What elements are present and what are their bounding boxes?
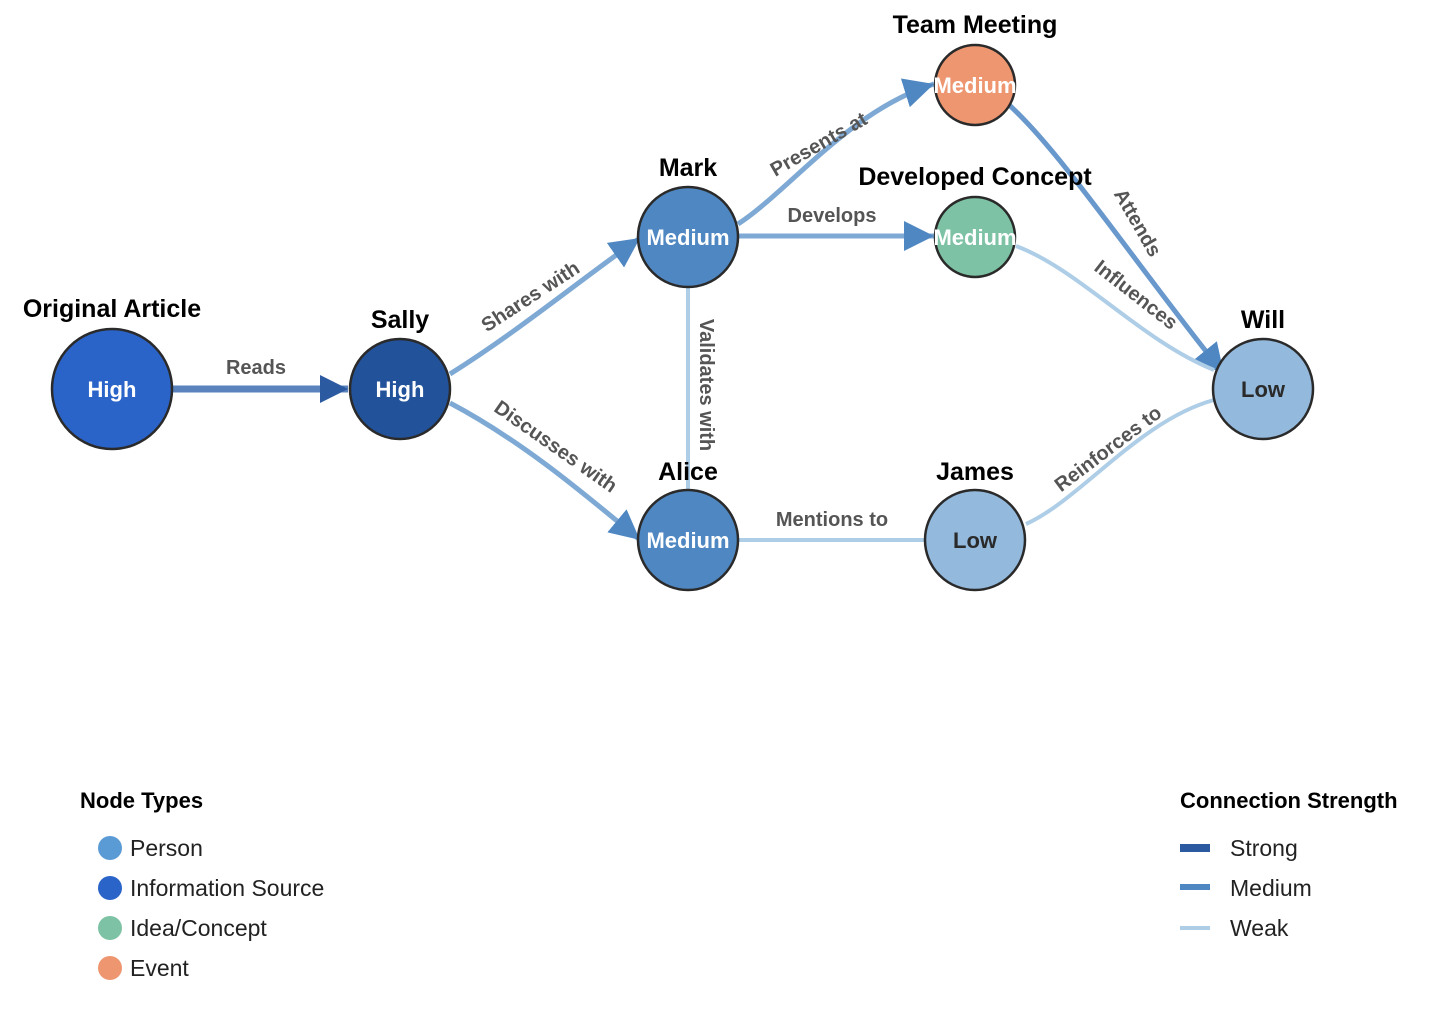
node-title: Mark	[659, 154, 717, 182]
legend-item-idea-concept: Idea/Concept	[98, 915, 267, 941]
legend-label: Weak	[1230, 915, 1289, 941]
node-title: Alice	[658, 458, 718, 486]
node-level: Medium	[646, 225, 729, 250]
node-level: Medium	[933, 225, 1016, 250]
node-circle[interactable]	[933, 195, 1017, 279]
node-circle[interactable]	[636, 488, 740, 592]
edge-influences[interactable]	[1015, 244, 1215, 372]
legend-connection-strength: Connection Strength Strong Medium Weak	[1180, 788, 1398, 941]
legend-item-weak: Weak	[1180, 915, 1289, 941]
edge-label-mentions-to: Mentions to	[776, 509, 888, 531]
node-title: Sally	[371, 306, 429, 334]
node-circle[interactable]	[1211, 337, 1315, 441]
node-developed-concept[interactable]: Medium Developed Concept	[858, 163, 1092, 279]
legend-label: Event	[130, 955, 189, 981]
node-level: Medium	[933, 73, 1016, 98]
node-level: High	[376, 377, 425, 402]
node-team-meeting[interactable]: Medium Team Meeting	[893, 11, 1058, 127]
legend-item-information-source: Information Source	[98, 875, 324, 901]
edge-label-reads: Reads	[226, 357, 286, 379]
legend-label: Medium	[1230, 875, 1312, 901]
legend-label: Strong	[1230, 835, 1298, 861]
weak-swatch	[1180, 926, 1210, 930]
legend-item-person: Person	[98, 835, 203, 861]
node-level: Medium	[646, 528, 729, 553]
legend-item-medium: Medium	[1180, 875, 1312, 901]
information-source-swatch	[98, 876, 122, 900]
node-alice[interactable]: Medium Alice	[636, 458, 740, 592]
node-will[interactable]: Low Will	[1211, 306, 1315, 441]
node-title: Developed Concept	[858, 163, 1092, 191]
edge-label-attends: Attends	[1109, 185, 1165, 260]
node-mark[interactable]: Medium Mark	[636, 154, 740, 289]
legend-item-event: Event	[98, 955, 189, 981]
legend-label: Idea/Concept	[130, 915, 267, 941]
node-circle[interactable]	[348, 337, 452, 441]
edge-attends[interactable]	[1006, 102, 1226, 376]
person-swatch	[98, 836, 122, 860]
edge-presents-at[interactable]	[736, 78, 935, 227]
node-level: Low	[953, 528, 998, 553]
edge-label-validates-with: Validates with	[695, 319, 717, 451]
node-level: Low	[1241, 377, 1286, 402]
node-original-article[interactable]: High Original Article	[23, 295, 201, 451]
node-title: Will	[1241, 306, 1285, 334]
event-swatch	[98, 956, 122, 980]
node-circle[interactable]	[933, 43, 1017, 127]
strong-swatch	[1180, 844, 1210, 852]
legend-label: Person	[130, 835, 203, 861]
idea-concept-swatch	[98, 916, 122, 940]
node-circle[interactable]	[50, 327, 174, 451]
node-circle[interactable]	[923, 488, 1027, 592]
edge-label-presents-at: Presents at	[767, 108, 872, 181]
medium-swatch	[1180, 884, 1210, 890]
edge-shares-with[interactable]	[448, 235, 642, 377]
edge-reinforces-to[interactable]	[1025, 398, 1215, 526]
edges	[172, 78, 1226, 542]
edge-label-reinforces-to: Reinforces to	[1051, 402, 1166, 496]
edge-label-develops: Develops	[788, 205, 877, 227]
edge-discusses-with[interactable]	[448, 400, 642, 542]
node-level: High	[88, 377, 137, 402]
node-sally[interactable]: High Sally	[348, 306, 452, 441]
legend-label: Information Source	[130, 875, 324, 901]
edge-label-discusses-with: Discusses with	[490, 397, 621, 498]
node-title: Team Meeting	[893, 11, 1058, 39]
node-circle[interactable]	[636, 185, 740, 289]
legend-title: Node Types	[80, 788, 203, 813]
legend-item-strong: Strong	[1180, 835, 1298, 861]
node-title: Original Article	[23, 295, 201, 323]
edge-label-shares-with: Shares with	[478, 257, 584, 337]
legend-title: Connection Strength	[1180, 788, 1398, 813]
node-james[interactable]: Low James	[923, 458, 1027, 592]
legend-node-types: Node Types Person Information Source Ide…	[80, 788, 324, 981]
node-title: James	[936, 458, 1014, 486]
